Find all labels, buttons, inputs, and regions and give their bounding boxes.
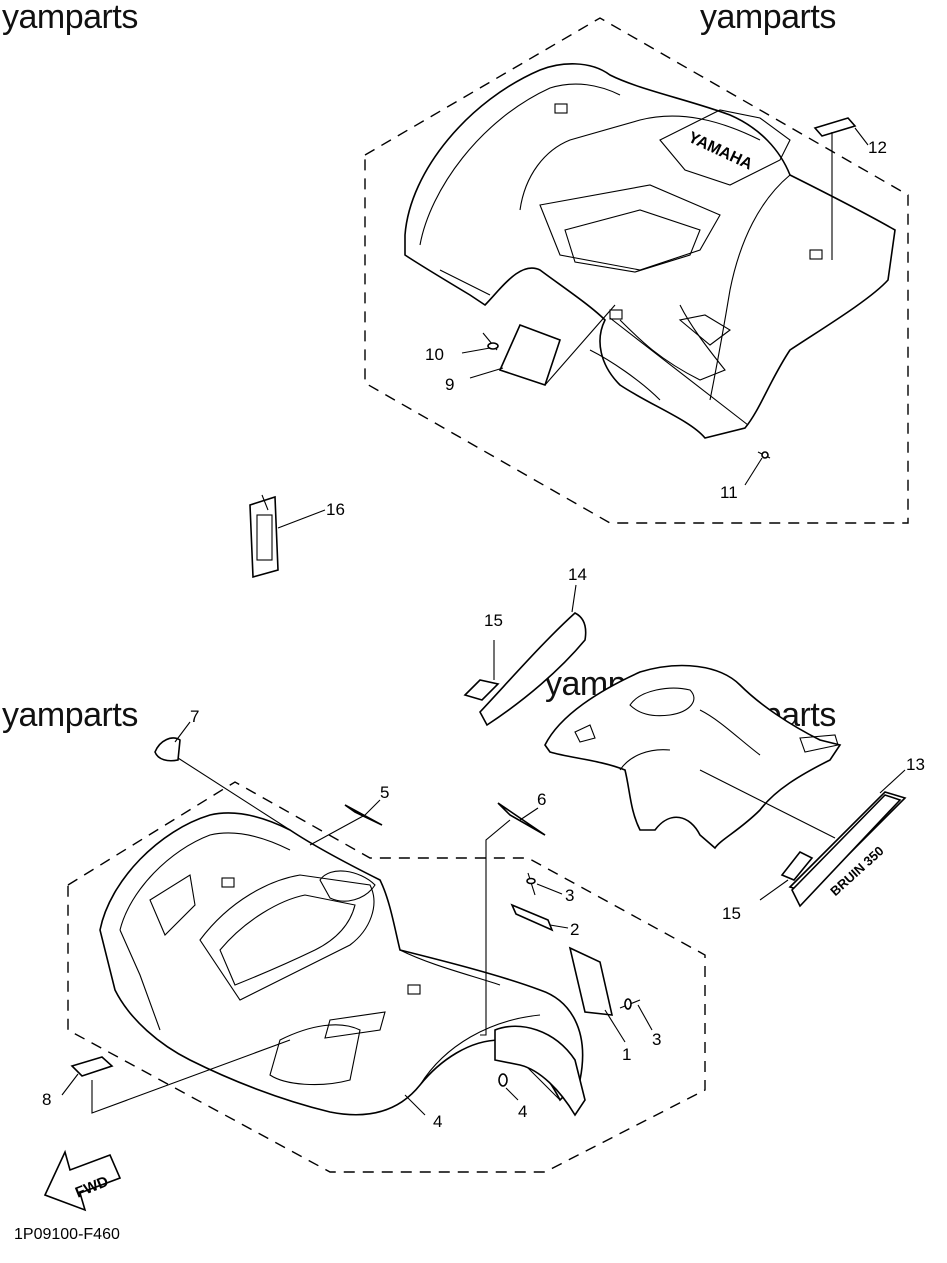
callout-14: 14	[568, 565, 587, 584]
front-fender-group-boundary	[67, 781, 706, 1173]
sticker-8	[70, 1056, 114, 1077]
emblem-7	[154, 737, 181, 762]
rear-fender-emblem-left	[554, 103, 568, 114]
front-panel	[544, 664, 842, 850]
callout-3-lower: 3	[652, 1030, 661, 1049]
nameplate-13: BRUIN 350	[788, 791, 907, 908]
clip-11	[757, 451, 771, 459]
callout-15-lower: 15	[722, 904, 741, 923]
label-15-lower	[780, 850, 814, 881]
callout-16: 16	[326, 500, 345, 519]
sticker-5	[344, 804, 383, 826]
sticker-2	[510, 903, 554, 932]
callout-12: 12	[868, 138, 887, 157]
callout-10: 10	[425, 345, 444, 364]
screw-3-upper	[526, 872, 536, 896]
rear-fender: YAMAHA	[404, 63, 896, 439]
front-fender	[99, 812, 584, 1116]
watermark-top-left: yamparts	[2, 0, 138, 36]
callout-1: 1	[622, 1045, 631, 1064]
callout-4-right: 4	[518, 1102, 527, 1121]
callout-8: 8	[42, 1090, 51, 1109]
screw-3-lower	[619, 998, 641, 1010]
callout-3-upper: 3	[565, 886, 574, 905]
label-15-upper	[463, 679, 500, 701]
warning-label-16	[249, 494, 279, 579]
watermark-mid-left: yamparts	[2, 696, 138, 734]
fender-side-panel	[494, 1025, 586, 1117]
callout-2: 2	[570, 920, 579, 939]
diagram-code: 1P09100-F460	[14, 1226, 120, 1243]
callout-9: 9	[445, 375, 454, 394]
forward-direction-arrow: FWD	[43, 1149, 122, 1212]
cover-plate-1	[568, 946, 614, 1016]
callout-7: 7	[190, 707, 199, 726]
front-fender-emblem-right	[407, 984, 421, 995]
label-sticker-12	[813, 117, 857, 137]
callout-5: 5	[380, 783, 389, 802]
rear-fender-emblem-right	[809, 249, 823, 260]
watermark-top-right: yamparts	[700, 0, 836, 36]
callout-4-left: 4	[433, 1112, 442, 1131]
callout-6: 6	[537, 790, 546, 809]
visor-14	[479, 612, 587, 727]
callout-11: 11	[720, 483, 738, 502]
rear-fender-group-boundary	[364, 17, 909, 524]
callout-15-upper: 15	[484, 611, 503, 630]
callout-13: 13	[906, 755, 925, 774]
bolt-10	[482, 332, 499, 351]
grommet-4-right	[498, 1073, 508, 1087]
plate-9	[498, 323, 562, 387]
front-fender-emblem-left	[221, 877, 235, 888]
